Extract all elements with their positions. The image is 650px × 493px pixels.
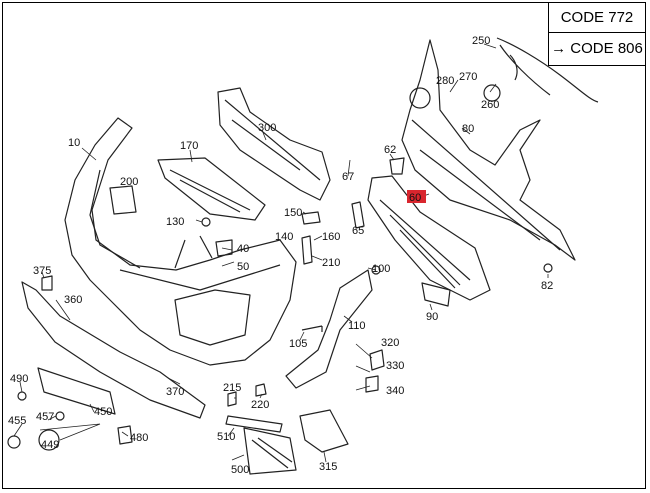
part-label-330: 330 xyxy=(386,360,404,372)
part-label-490: 490 xyxy=(10,373,28,385)
grille-frame-drawing xyxy=(401,39,576,261)
part-label-480: 480 xyxy=(130,432,148,444)
bumper-cover-drawing xyxy=(64,117,297,366)
plate-holder-drawing xyxy=(37,367,116,415)
part-label-80: 80 xyxy=(462,123,474,135)
part-label-150: 150 xyxy=(284,207,302,219)
part-label-500: 500 xyxy=(231,464,249,476)
part-label-110: 110 xyxy=(348,320,366,332)
part-label-82: 82 xyxy=(541,280,553,292)
part-label-67: 67 xyxy=(342,171,354,183)
code-806-label: → CODE 806 xyxy=(551,40,643,57)
part-label-60: 60 xyxy=(409,192,421,204)
part-label-40: 40 xyxy=(237,243,249,255)
part-label-105: 105 xyxy=(289,338,307,350)
part-label-140: 140 xyxy=(275,231,293,243)
part-label-65: 65 xyxy=(352,225,364,237)
diagram-frame xyxy=(2,2,646,489)
part-label-280: 280 xyxy=(436,75,454,87)
impact-absorber-drawing xyxy=(217,87,331,201)
part-label-300: 300 xyxy=(258,122,276,134)
part-label-340: 340 xyxy=(386,385,404,397)
part-label-90: 90 xyxy=(426,311,438,323)
part-label-10: 10 xyxy=(68,137,80,149)
part-label-375: 375 xyxy=(33,265,51,277)
part-label-160: 160 xyxy=(322,231,340,243)
part-label-220: 220 xyxy=(251,399,269,411)
part-label-457: 457 xyxy=(36,411,54,423)
part-label-50: 50 xyxy=(237,261,249,273)
part-label-270: 270 xyxy=(459,71,477,83)
part-label-100: 100 xyxy=(372,263,390,275)
part-label-250: 250 xyxy=(472,35,490,47)
part-label-455: 455 xyxy=(8,415,26,427)
part-label-260: 260 xyxy=(481,99,499,111)
part-label-200: 200 xyxy=(120,176,138,188)
part-label-360: 360 xyxy=(64,294,82,306)
part-label-449: 449 xyxy=(41,439,59,451)
part-label-370: 370 xyxy=(166,386,184,398)
part-label-320: 320 xyxy=(381,337,399,349)
part-label-210: 210 xyxy=(322,257,340,269)
part-label-215: 215 xyxy=(223,382,241,394)
part-label-510: 510 xyxy=(217,431,235,443)
lower-spoiler-drawing xyxy=(21,281,206,419)
part-label-450: 450 xyxy=(94,406,112,418)
part-label-62: 62 xyxy=(384,144,396,156)
wiring-harness-drawing xyxy=(496,37,599,103)
part-label-315: 315 xyxy=(319,461,337,473)
sensor-module-drawing xyxy=(109,185,137,215)
part-label-170: 170 xyxy=(180,140,198,152)
part-label-130: 130 xyxy=(166,216,184,228)
grille-mesh-drawing xyxy=(367,175,491,301)
air-guide-drawing xyxy=(157,157,266,221)
code-772-label: CODE 772 xyxy=(549,2,645,33)
code-legend: CODE 772 → CODE 806 xyxy=(548,2,646,66)
part-60-highlight xyxy=(407,190,426,203)
